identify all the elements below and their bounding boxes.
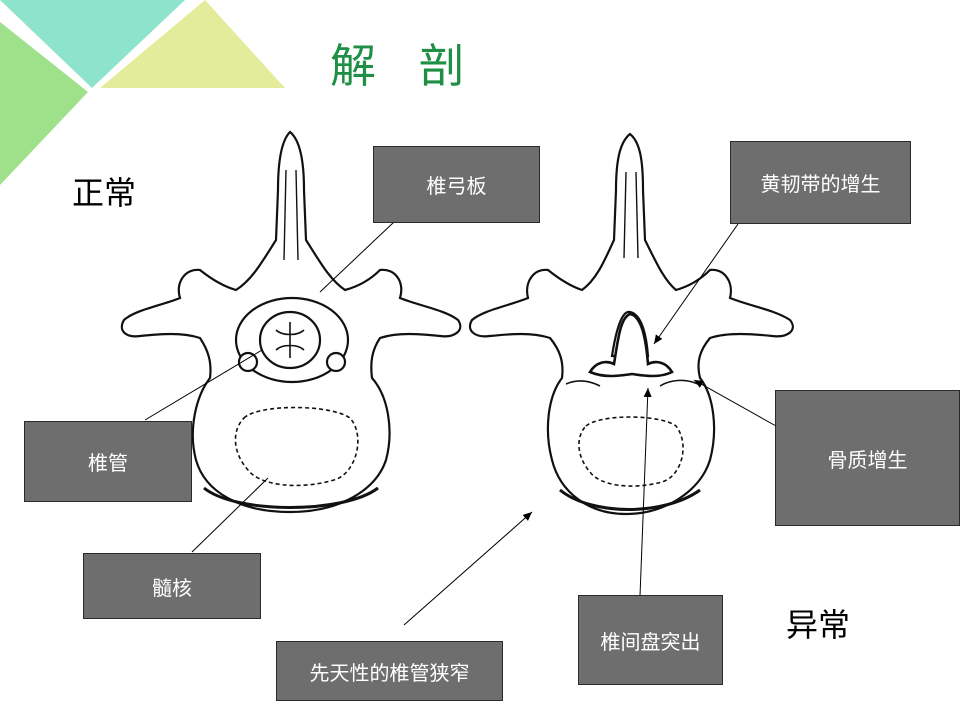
abnormal-ligament-hypertrophy <box>588 312 674 378</box>
callout-spinal-canal: 椎管 <box>24 421 192 502</box>
normal-cord-gray-matter <box>275 322 305 358</box>
corner-decoration <box>0 0 285 185</box>
callout-disc-herniation: 椎间盘突出 <box>578 595 723 685</box>
teal-triangle <box>0 0 185 88</box>
leader-lamina <box>319 221 395 293</box>
page-title: 解 剖 <box>330 39 479 93</box>
label-normal: 正常 <box>72 174 137 212</box>
callout-lamina: 椎弓板 <box>373 146 540 223</box>
leader-ligament <box>653 223 739 345</box>
abnormal-vertebra <box>468 132 794 516</box>
green-triangle <box>0 22 88 185</box>
normal-right-foramen <box>325 351 347 373</box>
abnormal-spinous-crest <box>623 171 639 259</box>
normal-spinous-crest <box>283 169 299 261</box>
leader-spinal-canal <box>144 349 263 421</box>
label-abnormal: 异常 <box>786 606 851 644</box>
normal-nucleus-pulposus <box>234 406 359 487</box>
yellow-triangle <box>100 0 285 88</box>
normal-vertebra <box>120 130 462 514</box>
leader-nucleus <box>191 477 269 553</box>
normal-left-foramen <box>237 351 259 373</box>
callout-ligament-hypertrophy: 黄韧带的增生 <box>730 141 911 224</box>
callout-nucleus-pulposus: 髓核 <box>83 553 261 619</box>
leader-osteophyte <box>693 379 777 427</box>
leader-disc <box>639 387 652 597</box>
callout-congenital-stenosis: 先天性的椎管狭窄 <box>276 641 503 701</box>
abnormal-nucleus <box>578 416 684 487</box>
normal-body-rim <box>203 486 379 509</box>
callout-osteophyte: 骨质增生 <box>775 390 960 526</box>
leader-congenital-stenosis <box>403 511 533 626</box>
abnormal-body-rim <box>559 488 701 511</box>
